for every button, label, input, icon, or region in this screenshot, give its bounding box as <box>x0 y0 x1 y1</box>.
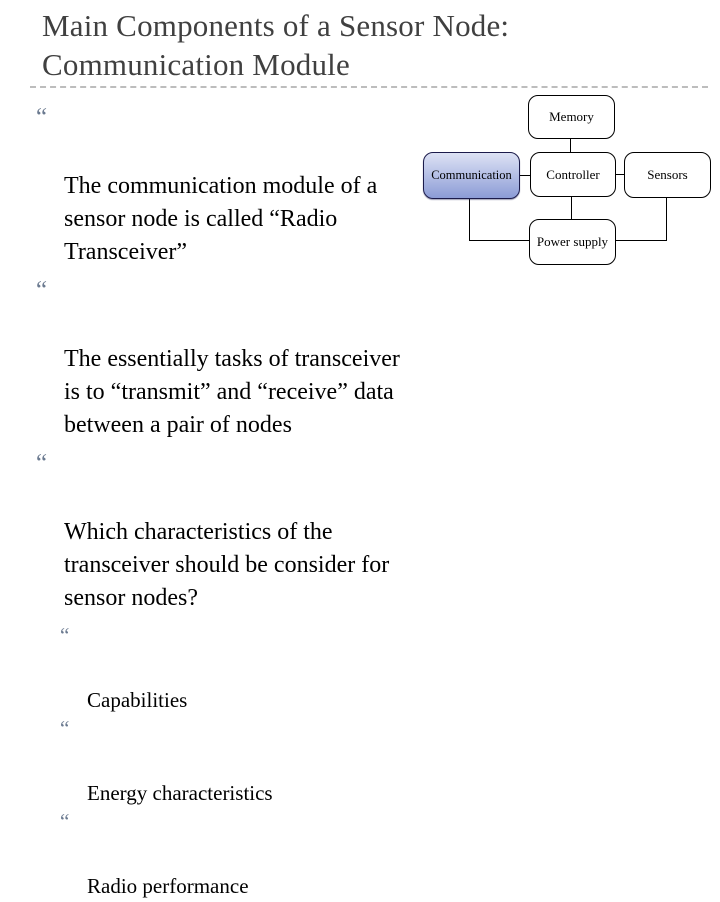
bullet-text: Which characteristics of the transceiver… <box>64 519 390 611</box>
connector-communication-power-horizontal <box>469 240 529 241</box>
double-quote-bullet-icon: “ <box>36 450 48 477</box>
connector-communication-controller <box>518 175 530 176</box>
title-separator <box>30 86 708 88</box>
bullet-text: The essentially tasks of transceiver is … <box>64 346 400 438</box>
connector-controller-power <box>571 195 572 219</box>
sub-bullet-item: “ Capabilities <box>60 623 460 716</box>
diagram-node-controller: Controller <box>530 152 616 197</box>
diagram-node-memory: Memory <box>528 95 615 139</box>
sub-bullet-text: Energy characteristics <box>87 781 273 805</box>
double-quote-bullet-icon: “ <box>36 104 48 131</box>
bullet-item: “ Which characteristics of the transceiv… <box>36 450 460 615</box>
diagram-node-power-supply: Power supply <box>529 219 616 265</box>
double-quote-bullet-icon: “ <box>36 277 48 304</box>
connector-sensors-power-vertical <box>666 196 667 241</box>
sub-bullet-item: “ Radio performance <box>60 809 460 902</box>
slide-title: Main Components of a Sensor Node: Commun… <box>42 8 510 82</box>
bullet-text: The communication module of a sensor nod… <box>64 173 378 265</box>
sub-bullet-item: “ Energy characteristics <box>60 716 460 809</box>
bullet-item: “ The essentially tasks of transceiver i… <box>36 277 460 442</box>
double-quote-bullet-icon: “ <box>60 809 70 833</box>
sub-bullet-text: Capabilities <box>87 688 188 712</box>
slide: Main Components of a Sensor Node: Commun… <box>30 8 711 898</box>
diagram-node-sensors: Sensors <box>624 152 711 198</box>
double-quote-bullet-icon: “ <box>60 623 70 647</box>
connector-sensors-power-horizontal <box>614 240 667 241</box>
sub-bullet-list: “ Capabilities “ Energy characteristics … <box>60 623 460 902</box>
bullet-item: “ The communication module of a sensor n… <box>36 104 460 269</box>
connector-memory-controller <box>570 137 571 153</box>
double-quote-bullet-icon: “ <box>60 716 70 740</box>
connector-communication-power-vertical <box>469 197 470 241</box>
sub-bullet-text: Radio performance <box>87 874 249 898</box>
bullet-list: “ The communication module of a sensor n… <box>36 104 460 902</box>
connector-controller-sensors <box>614 174 625 175</box>
